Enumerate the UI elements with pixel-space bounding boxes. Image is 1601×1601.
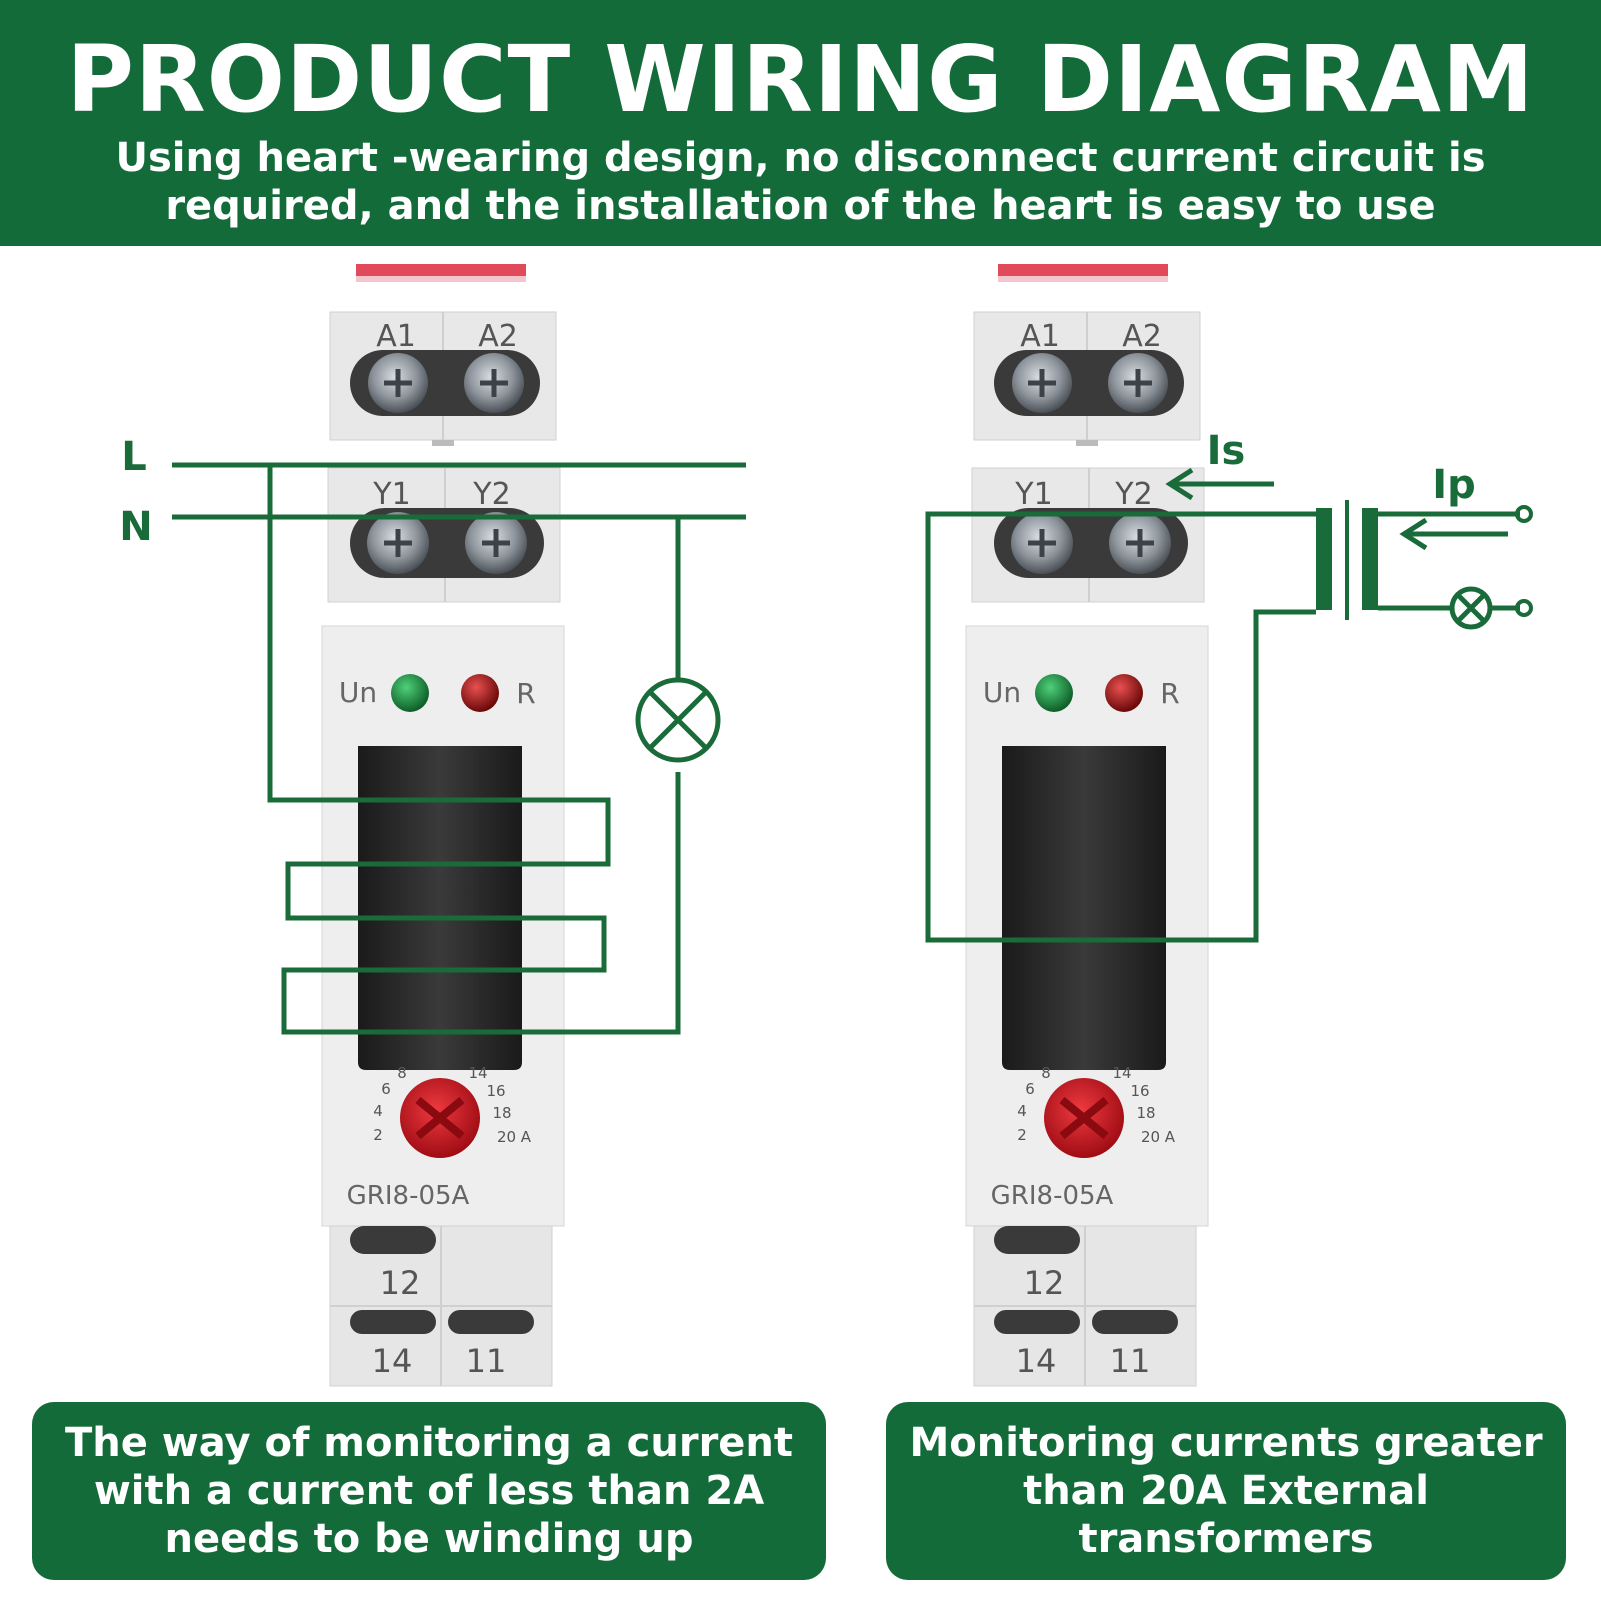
is-arrow [1165,467,1274,501]
lamp-icon [635,677,721,763]
left-relay-device: A1 A2 Y1 Y2 Un R 2 4 6 8 14 16 18 20 [321,264,565,1387]
power-led [391,674,429,712]
led-label-un: Un [983,676,1021,709]
ip-arrow [1399,517,1508,551]
page-title: PRODUCT WIRING DIAGRAM [66,26,1535,133]
relay-led [461,674,499,712]
dial-tick-18: 18 [1136,1104,1155,1122]
dial-tick-14: 14 [468,1064,487,1082]
subtitle-line-2: required, and the installation of the he… [165,183,1436,229]
header-banner: PRODUCT WIRING DIAGRAM Using heart -wear… [0,0,1601,246]
left-caption: The way of monitoring a current with a c… [32,1402,826,1580]
dial-scale: 2 4 6 8 14 16 18 20 A [373,1064,532,1146]
terminal-label-a2: A2 [478,319,518,354]
dial-tick-6: 6 [1025,1080,1035,1098]
model-label: GRI8-05A [991,1181,1114,1211]
terminal-label-y2: Y2 [472,477,510,512]
secondary-current-label: Is [1207,428,1246,474]
terminal-dot-bottom [1515,599,1533,617]
line-label-l: L [121,434,147,480]
terminal-label-y1: Y1 [372,477,410,512]
terminal-label-12: 12 [380,1264,421,1302]
dial-tick-20a: 20 A [1141,1128,1176,1146]
led-label-r: R [516,677,535,710]
dial-tick-2: 2 [373,1126,383,1144]
terminal-label-y2: Y2 [1114,477,1152,512]
left-wiring: L N [119,434,746,1035]
dial-tick-4: 4 [373,1102,383,1120]
right-relay-device: A1 A2 Y1 Y2 Un R 2 4 6 8 14 16 18 20 A G… [965,264,1209,1387]
terminal-dot-top [1515,505,1533,523]
dial-tick-2: 2 [1017,1126,1027,1144]
red-tab [356,264,526,276]
page-subtitle: Using heart -wearing design, no disconne… [60,134,1541,230]
winding-wire [267,465,681,1035]
primary-current-label: Ip [1432,462,1476,508]
dial-tick-16: 16 [1130,1082,1149,1100]
secondary-loop-wire [925,511,1316,943]
dial-tick-16: 16 [486,1082,505,1100]
terminal-label-a2: A2 [1122,319,1162,354]
transformer-core-right [1362,508,1378,610]
terminal-label-14: 14 [372,1342,413,1380]
terminal-label-14: 14 [1016,1342,1057,1380]
dial-scale: 2 4 6 8 14 16 18 20 A [1017,1064,1176,1146]
right-wiring: Is Ip [925,428,1533,943]
right-caption: Monitoring currents greater than 20A Ext… [886,1402,1566,1580]
power-led [1035,674,1073,712]
terminal-label-12: 12 [1024,1264,1065,1302]
terminal-label-a1: A1 [1020,319,1060,354]
dial-tick-18: 18 [492,1104,511,1122]
current-sensing-ring [1002,746,1166,1070]
subtitle-line-1: Using heart -wearing design, no disconne… [115,135,1486,181]
transformer-core-left [1316,508,1332,610]
terminal-label-11: 11 [466,1342,507,1380]
dial-tick-14: 14 [1112,1064,1131,1082]
dial-tick-8: 8 [1041,1064,1051,1082]
lamp-icon [1449,586,1493,630]
dial-tick-4: 4 [1017,1102,1027,1120]
dial-tick-20a: 20 A [497,1128,532,1146]
neutral-label-n: N [119,504,152,550]
relay-led [1105,674,1143,712]
led-label-un: Un [339,676,377,709]
model-label: GRI8-05A [347,1181,470,1211]
dial-tick-6: 6 [381,1080,391,1098]
current-sensing-ring [358,746,522,1070]
led-label-r: R [1160,677,1179,710]
terminal-label-11: 11 [1110,1342,1151,1380]
wiring-diagrams: A1 A2 Y1 Y2 Un R 2 4 6 8 14 16 18 20 [119,264,1533,1387]
terminal-label-a1: A1 [376,319,416,354]
terminal-label-y1: Y1 [1014,477,1052,512]
dial-tick-8: 8 [397,1064,407,1082]
